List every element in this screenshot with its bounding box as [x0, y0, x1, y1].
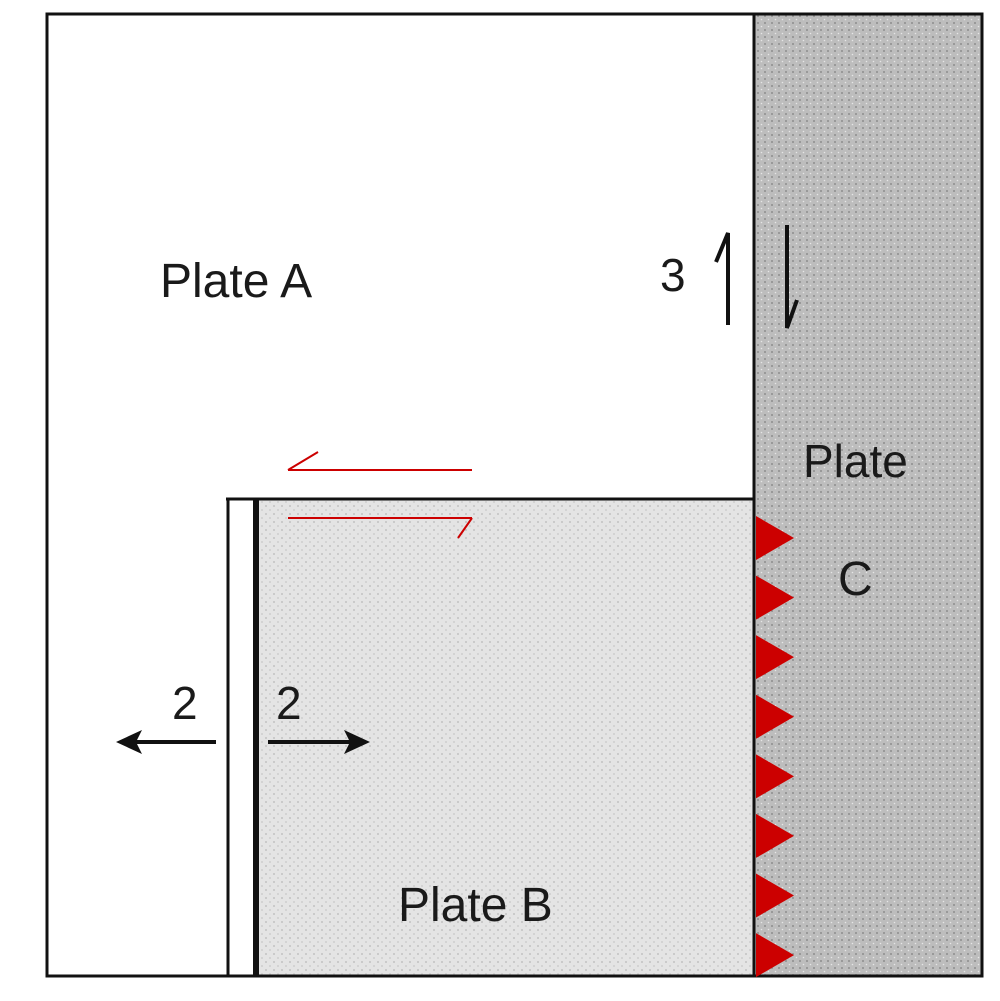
subduction-tooth	[756, 754, 794, 799]
subduction-tooth	[756, 635, 794, 680]
arrow-up-icon	[714, 232, 730, 325]
plate-b-region	[258, 499, 754, 976]
subduction-tooth	[756, 694, 794, 739]
label-motion-left: 2	[172, 677, 198, 729]
arrow-left-icon	[116, 730, 216, 754]
label-plate-a: Plate A	[160, 255, 313, 308]
arrow-right-icon	[268, 730, 370, 754]
subduction-teeth	[756, 516, 794, 978]
red-shear-arrow-right-icon	[288, 517, 473, 539]
label-plate-c-line1: Plate	[803, 435, 908, 487]
subduction-tooth	[756, 873, 794, 918]
subduction-tooth	[756, 516, 794, 560]
label-plate-b: Plate B	[398, 879, 553, 932]
subduction-tooth	[756, 575, 794, 620]
outer-frame	[45, 12, 984, 978]
red-shear-arrow-left-icon	[287, 451, 472, 471]
plate-c-region	[754, 14, 982, 976]
subduction-tooth	[756, 933, 794, 978]
label-motion-vertical: 3	[660, 249, 686, 301]
arrow-down-icon	[785, 225, 799, 329]
label-plate-c-line2: C	[838, 553, 873, 606]
subduction-tooth	[756, 813, 794, 858]
label-motion-right: 2	[276, 677, 302, 729]
